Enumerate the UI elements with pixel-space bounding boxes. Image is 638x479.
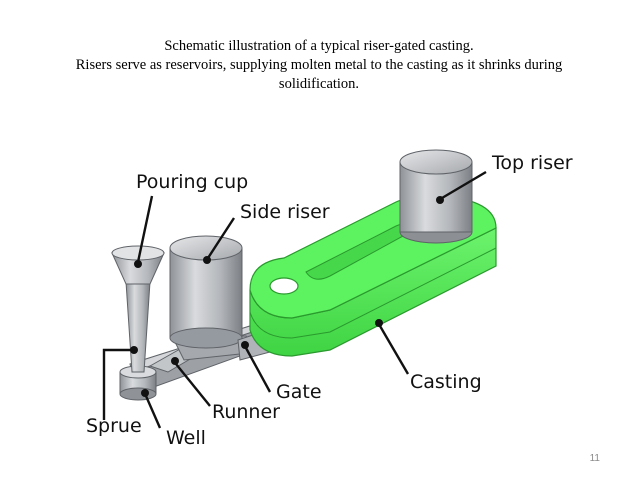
caption-line-1: Schematic illustration of a typical rise… [164,38,474,54]
label-pouring-cup: Pouring cup [136,171,248,193]
label-runner: Runner [212,401,280,423]
pouring-cup-shape [111,245,165,285]
label-well: Well [166,427,206,449]
label-gate: Gate [276,381,322,403]
label-casting: Casting [410,371,482,393]
caption-line-3: solidification. [278,76,360,92]
slide-caption: Schematic illustration of a typical rise… [20,37,618,94]
label-side-riser: Side riser [240,201,330,223]
top-riser-shape [399,149,473,244]
caption-line-2: Risers serve as reservoirs, supplying mo… [75,57,563,73]
page-number: 11 [589,453,600,464]
label-sprue: Sprue [86,415,142,437]
leader-lines [102,170,487,429]
label-top-riser: Top riser [491,152,573,174]
